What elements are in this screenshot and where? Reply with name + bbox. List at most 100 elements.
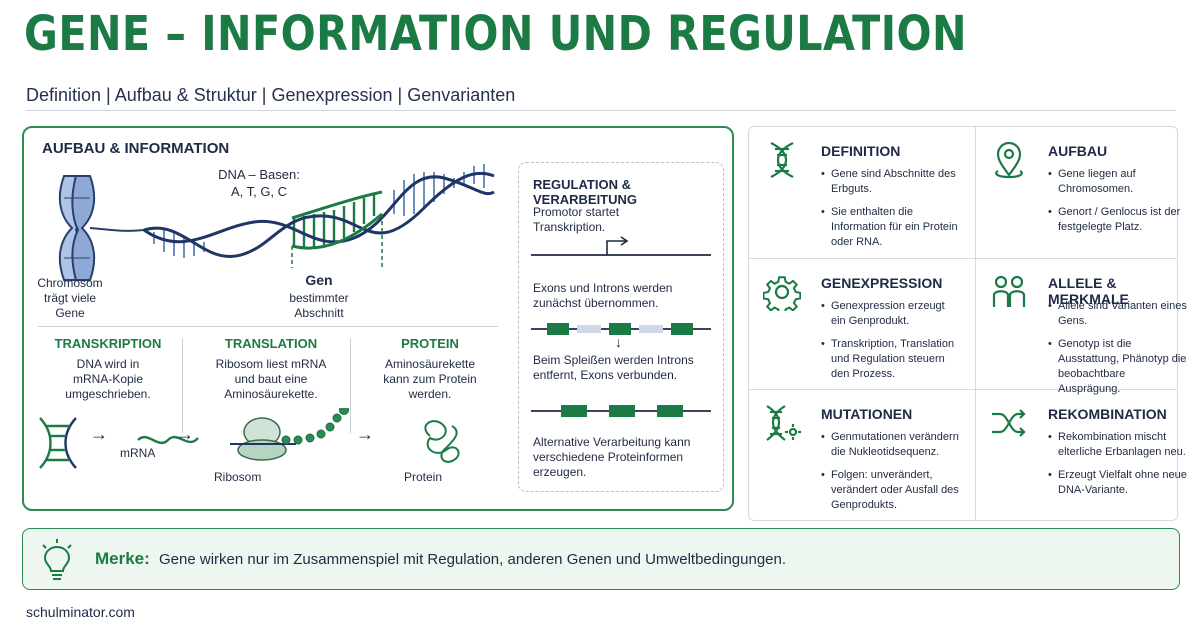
merke-box: Merke: Gene wirken nur im Zusammenspiel … [22,528,1180,590]
down-arrow: ↓ [615,334,622,350]
lightbulb-icon [42,539,72,580]
promotor-line1: Promotor startet [533,205,620,219]
aufbau-heading: AUFBAU & INFORMATION [42,140,230,157]
step-transkription-text: DNA wird in mRNA-Kopie umgeschrieben. [38,357,178,402]
step-protein-line3: werden. [408,387,452,401]
arrow: → [176,424,194,444]
step-transkription: TRANSKRIPTION DNA wird in mRNA-Kopie umg… [38,336,178,402]
promotor-text: Promotor startet Transkription. [533,205,718,235]
card-bullet: Gene liegen auf Chromosomen. [1048,167,1188,197]
regulation-title: REGULATION & VERARBEITUNG [533,177,638,207]
card-title: DEFINITION [821,143,901,159]
step-protein-heading: PROTEIN [401,336,459,351]
dna-helix-illustration [58,164,495,281]
chromosome-label-line1: Chromosom [37,276,103,290]
step-translation-line3: Aminosäurekette. [224,387,318,401]
process-illustration [39,408,460,469]
gen-sublabel-line1: bestimmter [289,291,349,305]
chromosome-label-line2: trägt viele [43,291,97,305]
splice-line2: entfernt, Exons verbunden. [533,368,678,382]
gen-label: Gen [305,272,333,288]
ribosome-icon [230,417,296,461]
dna-icon [770,142,794,178]
grid-divider [749,389,1177,390]
gene-rungs [292,194,376,248]
card-aufbau: AUFBAU Gene liegen auf Chromosomen. Geno… [976,127,1191,258]
merke-label: Merke: [95,549,150,568]
alternative-text: Alternative Verarbeitung kann verschiede… [533,435,718,480]
spliced-mrna-icon [531,405,711,417]
card-bullet: Sie enthalten die Information für ein Pr… [821,205,961,250]
ribosom-caption: Ribosom [214,470,262,484]
card-title: MUTATIONEN [821,406,913,422]
alternative-line3: erzeugen. [533,465,587,479]
arrow: → [90,424,108,444]
exons-text: Exons und Introns werden zunächst überno… [533,281,718,311]
card-bullets: Gene sind Abschnitte des Erbguts. Sie en… [821,167,961,258]
step-translation-line1: Ribosom liest mRNA [215,357,327,371]
protein-caption: Protein [404,470,443,484]
card-bullets: Allele sind Varianten eines Gens. Genoty… [1048,299,1188,405]
dna-bases-line2: A, T, G, C [230,184,288,199]
card-bullet: Genotyp ist die Ausstattung, Phänotyp di… [1048,337,1188,397]
arrow: → [356,424,374,444]
dna-bases-label: DNA – Basen: A, T, G, C [209,166,309,200]
chromosome-label-line3: Gene [55,306,85,320]
step-transkription-line2: mRNA-Kopie [72,372,144,386]
card-title: REKOMBINATION [1048,406,1167,422]
mrna-caption: mRNA [120,446,156,460]
amino-acid-chain [281,408,349,445]
exons-line1: Exons und Introns werden [533,281,673,295]
card-bullet: Genmutationen verändern die Nukleotidseq… [821,430,961,460]
step-protein-text: Aminosäurekette kann zum Protein werden. [360,357,500,402]
people-icon [992,275,1026,307]
card-definition: DEFINITION Gene sind Abschnitte des Erbg… [749,127,964,258]
dna-mutation-icon [766,405,801,441]
alternative-line2: verschiedene Proteinformen [533,450,684,464]
chromosome-label: Chromosom trägt viele Gene [30,276,110,321]
card-bullet: Genexpression erzeugt ein Genprodukt. [821,299,961,329]
card-title: GENEXPRESSION [821,275,943,291]
step-translation-line2: und baut eine [234,372,308,386]
section-divider [38,326,498,327]
card-title: AUFBAU [1048,143,1108,159]
dna-rungs [153,164,485,258]
shuffle-icon [992,409,1026,437]
step-transkription-heading: TRANSKRIPTION [54,336,162,351]
card-rekombination: REKOMBINATION Rekombination mischt elter… [976,390,1191,521]
gen-sublabel-line2: Abschnitt [294,306,344,320]
card-bullet: Erzeugt Vielfalt ohne neue DNA-Variante. [1048,468,1188,498]
promotor-line2: Transkription. [533,220,606,234]
card-bullet: Gene sind Abschnitte des Erbguts. [821,167,961,197]
promoter-icon [531,236,711,256]
card-bullet: Rekombination mischt elterliche Erbanlag… [1048,430,1188,460]
card-bullet: Folgen: unverändert, verändert oder Ausf… [821,468,961,513]
gen-sublabel: bestimmter Abschnitt [269,291,369,321]
regulation-box: REGULATION & VERARBEITUNG Promotor start… [518,162,724,492]
card-allele: ALLELE & MERKMALE Allele sind Varianten … [976,259,1191,395]
gear-icon [763,276,801,311]
step-divider [182,338,183,433]
small-dna-icon [39,417,77,469]
grid-divider [749,258,1177,259]
aufbau-panel: AUFBAU & INFORMATION [22,126,734,511]
step-protein-line1: Aminosäurekette [384,357,476,371]
step-transkription-line1: DNA wird in [76,357,140,371]
card-bullet: Allele sind Varianten eines Gens. [1048,299,1188,329]
step-translation-text: Ribosom liest mRNA und baut eine Aminosä… [196,357,346,402]
step-protein-line2: kann zum Protein [383,372,477,386]
protein-icon [424,420,460,463]
regulation-illustration [531,236,711,417]
pre-mrna-icon [531,323,711,335]
step-translation: TRANSLATION Ribosom liest mRNA und baut … [196,336,346,402]
card-bullet: Transkription, Translation und Regulatio… [821,337,961,382]
chromosome-icon [58,175,96,281]
page-subtitle: Definition | Aufbau & Struktur | Genexpr… [26,85,516,105]
header-divider [26,110,1176,111]
card-bullets: Gene liegen auf Chromosomen. Genort / Ge… [1048,167,1188,243]
card-bullets: Genexpression erzeugt ein Genprodukt. Tr… [821,299,961,390]
card-bullet: Genort / Genlocus ist der festgelegte Pl… [1048,205,1188,235]
footer-brand: schulminator.com [26,604,135,620]
card-bullets: Genmutationen verändern die Nukleotidseq… [821,430,961,521]
card-bullets: Rekombination mischt elterliche Erbanlag… [1048,430,1188,506]
